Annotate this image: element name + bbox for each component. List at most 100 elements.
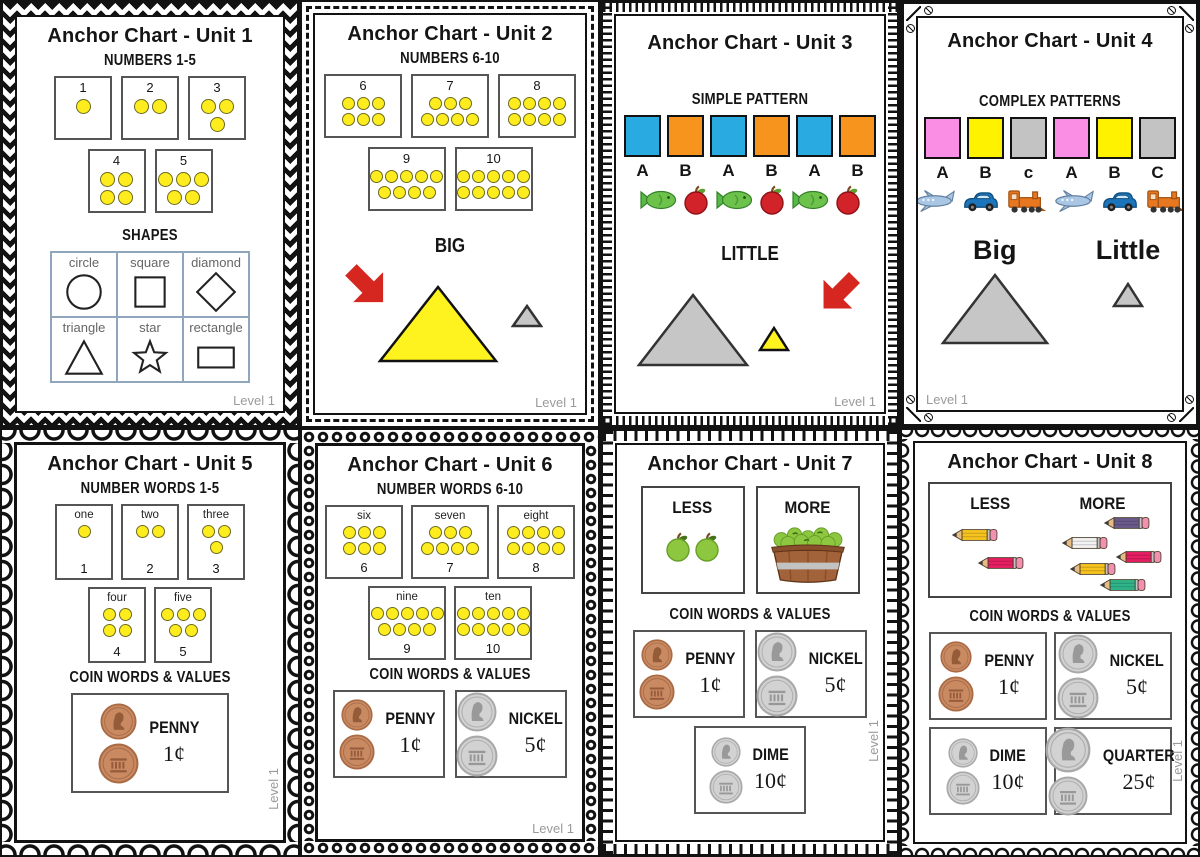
apple-green-icon bbox=[693, 532, 721, 567]
counting-dot bbox=[501, 607, 515, 620]
dime-front-icon bbox=[711, 736, 741, 767]
little-demo-scene bbox=[616, 268, 884, 390]
number-word-card-nine: nine 9 bbox=[368, 586, 446, 660]
train-icon bbox=[1145, 188, 1182, 215]
more-heading: MORE bbox=[784, 498, 831, 517]
shape-cell-triangle: triangle bbox=[51, 317, 117, 382]
counting-dot bbox=[151, 99, 167, 114]
card-numeral: 3 bbox=[212, 561, 220, 576]
less-box: LESS bbox=[640, 486, 745, 594]
counting-dot bbox=[456, 607, 470, 620]
counting-dot bbox=[75, 99, 91, 114]
counting-dot bbox=[507, 542, 520, 555]
pattern-letter: A bbox=[722, 161, 735, 180]
pattern-item: B bbox=[839, 115, 876, 181]
counting-dot bbox=[377, 186, 391, 199]
counting-dot bbox=[502, 186, 515, 199]
nickel-back-icon bbox=[456, 735, 498, 776]
counting-dot bbox=[357, 526, 371, 539]
card-numeral: 5 bbox=[179, 153, 188, 168]
card-word: two bbox=[141, 509, 159, 521]
counting-dot bbox=[370, 607, 384, 620]
dot-row bbox=[161, 624, 206, 637]
counting-dot bbox=[342, 542, 356, 555]
counting-dot bbox=[436, 113, 449, 126]
counting-dot bbox=[487, 170, 500, 183]
section-heading-numbers: NUMBERS 6-10 bbox=[400, 50, 500, 67]
number-card-4: 4 bbox=[87, 149, 146, 213]
counting-dot bbox=[430, 607, 444, 620]
card-word: five bbox=[174, 592, 192, 604]
shape-label: circle bbox=[68, 255, 100, 270]
counting-dot bbox=[553, 113, 566, 126]
pattern-letter: A bbox=[808, 161, 821, 180]
number-word-cards-row: one 1 two 2 three 3 bbox=[17, 504, 283, 580]
counting-dot bbox=[356, 97, 370, 110]
anchor-chart-page-unit-5: Anchor Chart - Unit 5 NUMBER WORDS 1-5 o… bbox=[0, 428, 300, 857]
pattern-square bbox=[839, 115, 876, 157]
counting-dot bbox=[392, 186, 406, 199]
small-gray-triangle bbox=[511, 304, 543, 328]
dot-row bbox=[201, 525, 231, 538]
pattern-square bbox=[796, 115, 833, 157]
pattern-letter: A bbox=[936, 163, 949, 182]
counting-dot bbox=[167, 190, 182, 205]
dot-group bbox=[102, 605, 132, 637]
screw-icon bbox=[1185, 24, 1194, 33]
quarter-front-icon bbox=[1045, 727, 1091, 772]
dot-row bbox=[75, 99, 91, 114]
anchor-chart-page-unit-6: Anchor Chart - Unit 6 NUMBER WORDS 6-10 … bbox=[300, 428, 600, 857]
nickel-coin-stack bbox=[756, 632, 798, 717]
dot-row bbox=[160, 608, 206, 621]
card-numeral: 7 bbox=[446, 560, 454, 575]
counting-dot bbox=[516, 607, 530, 620]
dot-group bbox=[100, 169, 133, 205]
penny-back-icon bbox=[639, 673, 675, 710]
dot-row bbox=[421, 113, 479, 126]
shape-label: star bbox=[139, 320, 161, 335]
card-numeral: 3 bbox=[213, 80, 221, 95]
dot-group bbox=[133, 96, 167, 114]
car-icon bbox=[961, 189, 1001, 214]
small-gray-triangle bbox=[1112, 282, 1144, 308]
pencil-icon bbox=[1100, 578, 1146, 592]
counting-dot bbox=[77, 525, 91, 538]
counting-dot bbox=[471, 623, 485, 636]
counting-dot bbox=[537, 526, 550, 539]
pattern-letter: B bbox=[1108, 163, 1121, 182]
anchor-chart-page-unit-8: Anchor Chart - Unit 8 LESS MORE COIN WOR… bbox=[900, 428, 1200, 857]
more-box: MORE bbox=[755, 486, 860, 594]
number-card-1: 1 bbox=[54, 76, 112, 140]
card-numeral: 6 bbox=[360, 560, 368, 575]
section-heading-numbers: NUMBERS 1-5 bbox=[103, 52, 197, 69]
card-numeral: 9 bbox=[403, 641, 411, 656]
small-yellow-triangle bbox=[758, 326, 790, 352]
pattern-item: A bbox=[624, 115, 661, 181]
dot-row bbox=[456, 607, 530, 620]
number-card-2: 2 bbox=[121, 76, 179, 140]
counting-dot bbox=[118, 624, 132, 637]
coin-name: NICKEL bbox=[808, 650, 863, 668]
pattern-square bbox=[710, 115, 747, 157]
page-title: Anchor Chart - Unit 4 bbox=[947, 30, 1153, 52]
pattern-item: A bbox=[710, 115, 747, 181]
card-word: four bbox=[107, 592, 127, 604]
counting-dot bbox=[516, 623, 530, 636]
counting-dot bbox=[502, 170, 515, 183]
coin-name: PENNY bbox=[385, 710, 436, 728]
apple-green-icon bbox=[664, 532, 692, 567]
number-card-8: 8 bbox=[498, 74, 576, 138]
number-word-cards-row: nine 9 ten 10 bbox=[318, 586, 582, 660]
counting-dot bbox=[184, 624, 198, 637]
counting-dot bbox=[423, 623, 436, 636]
star-icon bbox=[127, 335, 173, 379]
shape-label: diamond bbox=[191, 255, 241, 270]
shape-cell-circle: circle bbox=[51, 252, 117, 317]
counting-dot bbox=[457, 170, 470, 183]
counting-dot bbox=[151, 525, 165, 538]
dot-row bbox=[507, 542, 565, 555]
